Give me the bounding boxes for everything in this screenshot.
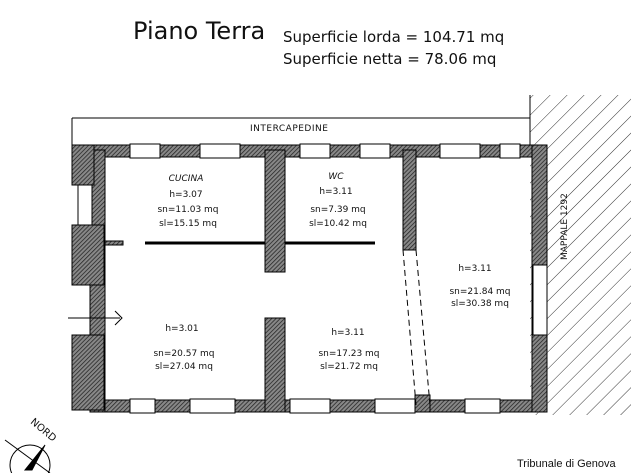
room-sn: sn=11.03 mq (157, 205, 219, 215)
room-sn: sn=21.84 mq (449, 287, 511, 297)
room-sl: sl=10.42 mq (309, 219, 367, 229)
room-sl: sl=15.15 mq (159, 219, 217, 229)
mappale-label: MAPPALE 1292 (560, 193, 570, 260)
room-sl: sl=21.72 mq (320, 362, 378, 372)
superficie-lorda: Superficie lorda = 104.71 mq (283, 28, 505, 46)
superficie-netta: Superficie netta = 78.06 mq (283, 50, 497, 68)
room-height: h=3.11 (319, 187, 353, 197)
page-title: Piano Terra (133, 17, 266, 45)
windows (77, 143, 548, 414)
footer-label: Tribunale di Genova (517, 458, 616, 470)
room-sn: sn=17.23 mq (318, 349, 380, 359)
intercapedine-area (71, 117, 530, 145)
room-sn: sn=20.57 mq (153, 349, 215, 359)
room-sl: sl=27.04 mq (155, 362, 213, 372)
room-name: WC (328, 172, 344, 182)
walls (71, 144, 548, 413)
room-height: h=3.11 (331, 328, 365, 338)
room-sn: sn=7.39 mq (310, 205, 366, 215)
room-height: h=3.07 (169, 190, 203, 200)
entrance-arrow (68, 310, 123, 326)
room-height: h=3.11 (458, 264, 492, 274)
room-sl: sl=30.38 mq (451, 299, 509, 309)
intercapedine-label: INTERCAPEDINE (250, 124, 329, 134)
compass-icon (4, 439, 51, 473)
room-name: CUCINA (168, 174, 204, 184)
partitions (104, 240, 431, 406)
room-height: h=3.01 (165, 324, 199, 334)
